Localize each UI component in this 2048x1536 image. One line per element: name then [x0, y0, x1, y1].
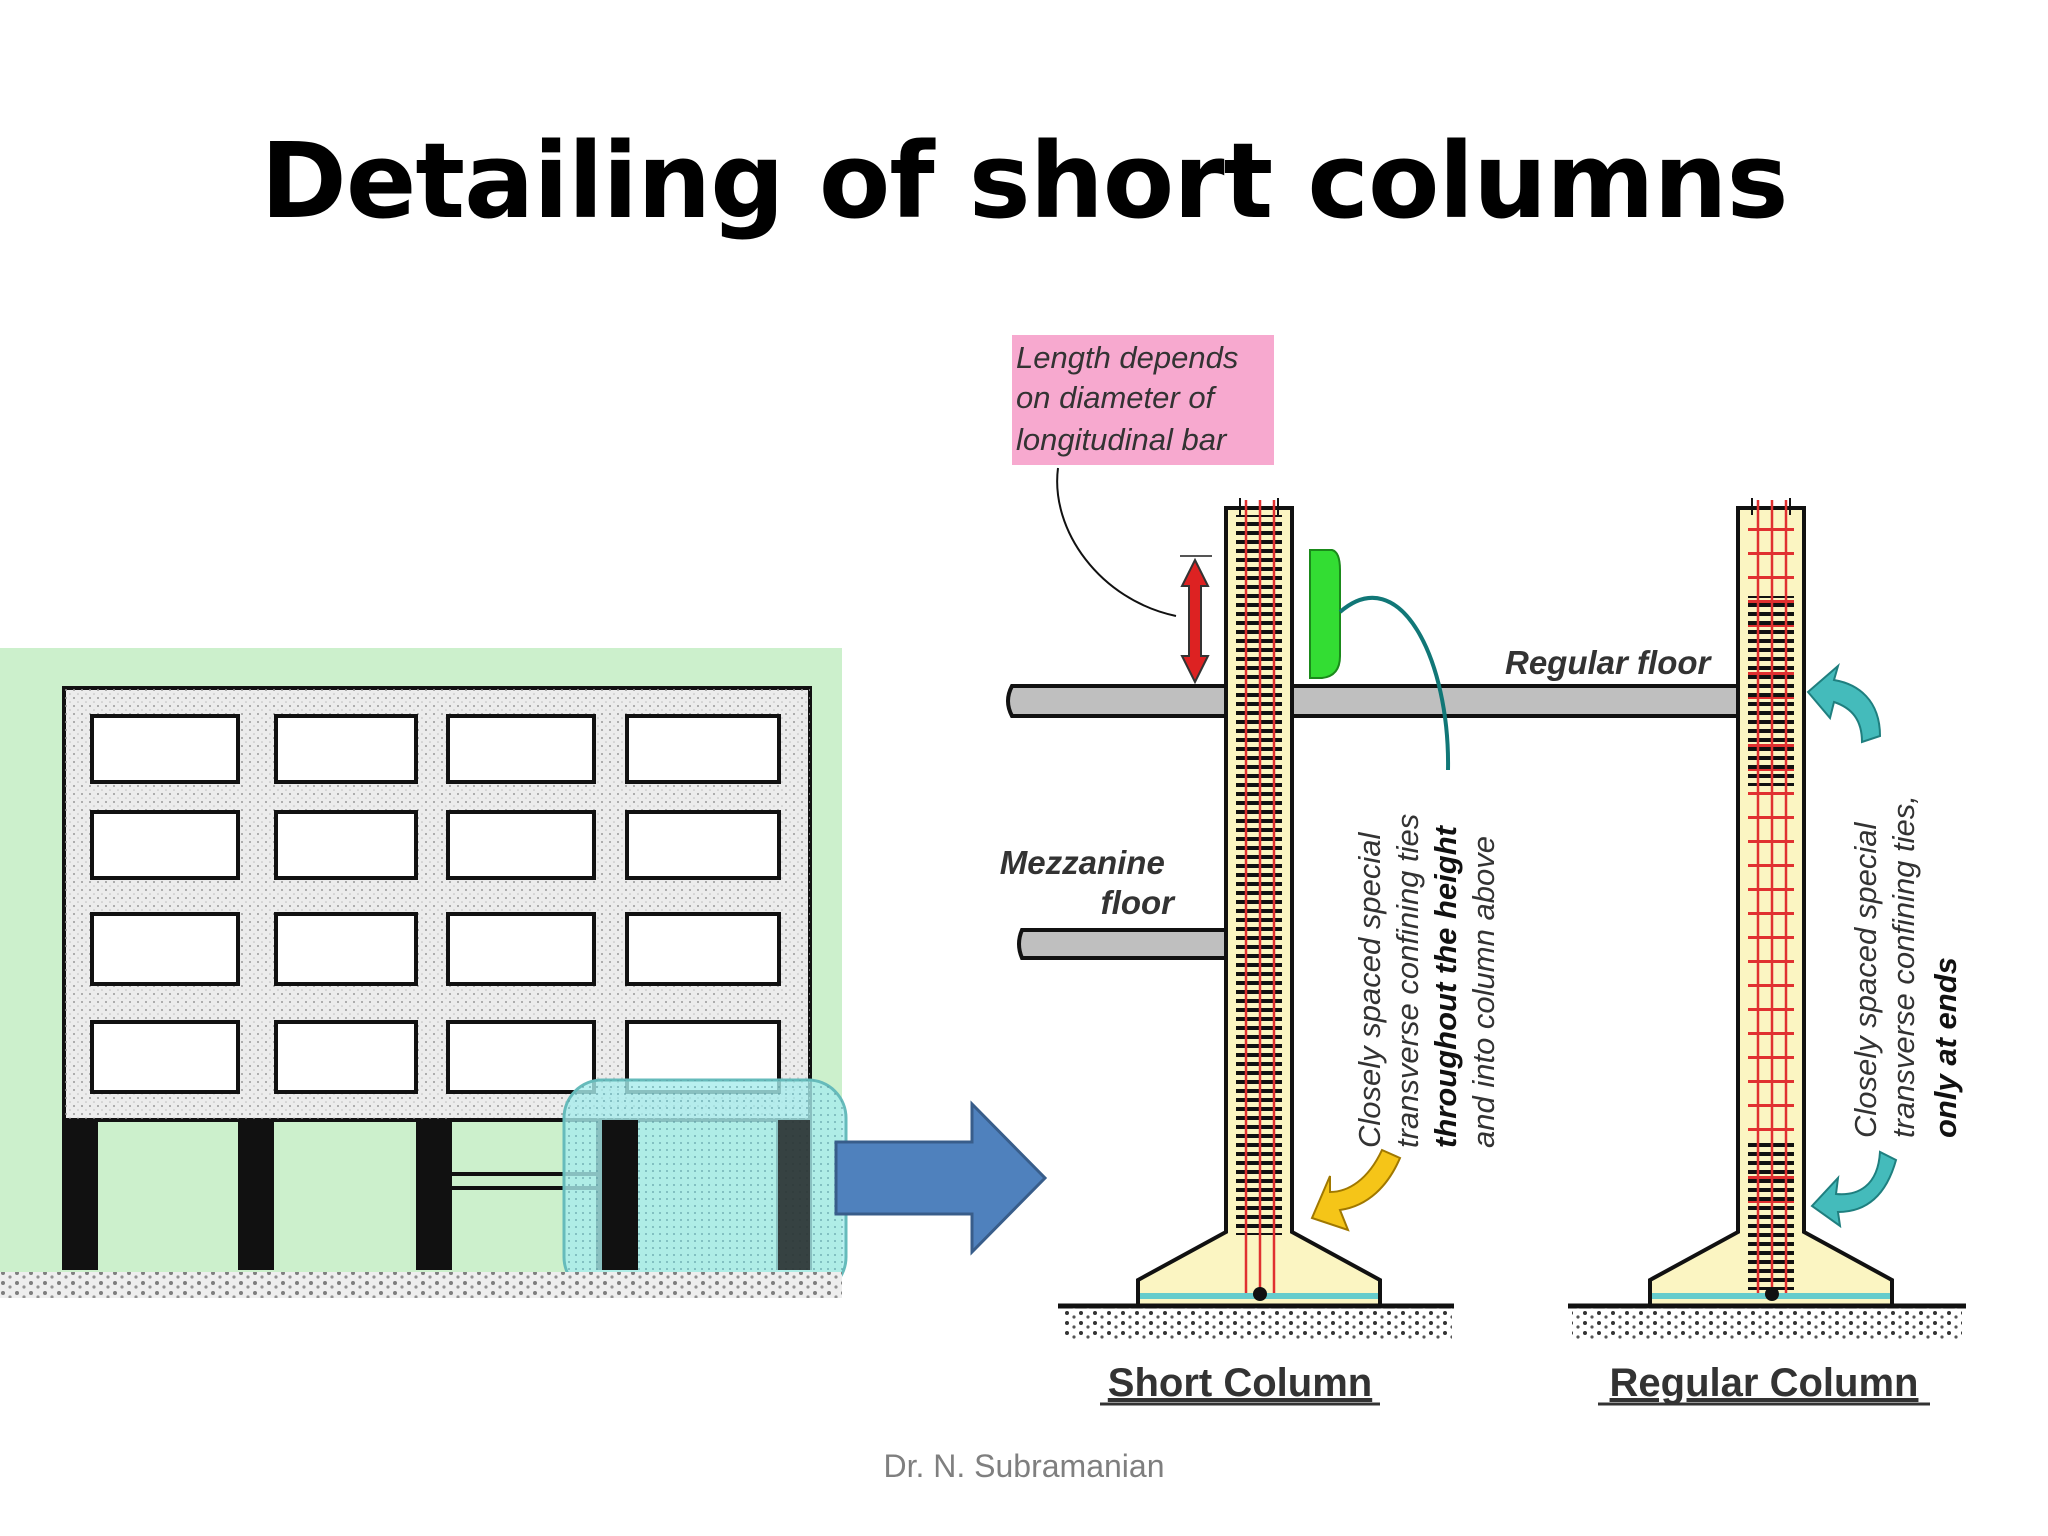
callout-leader — [1056, 467, 1177, 617]
ground-lines — [1058, 1303, 1966, 1340]
short-column-note: Closely spaced special transverse confin… — [1352, 814, 1501, 1148]
svg-text:Closely spaced special: Closely spaced special — [1352, 832, 1387, 1148]
short-column-caption: Short Column — [1108, 1361, 1372, 1405]
svg-text:transverse confining ties: transverse confining ties — [1390, 814, 1425, 1148]
slide-footer: Dr. N. Subramanian — [883, 1448, 1165, 1484]
curved-arrow-regular-bottom-icon — [1810, 1150, 1898, 1229]
regular-column-note: Closely spaced special transverse confin… — [1848, 795, 1963, 1138]
svg-text:throughout the height: throughout the height — [1428, 824, 1463, 1148]
dimension-arrow-icon — [1180, 555, 1212, 685]
regular-floor-slab — [1006, 684, 1746, 718]
svg-text:transverse confining ties,: transverse confining ties, — [1886, 795, 1921, 1138]
short-column — [1136, 498, 1382, 1308]
regular-column — [1648, 498, 1894, 1308]
svg-text:and into column above: and into column above — [1466, 836, 1501, 1148]
callout-text: Length depends on diameter of longitudin… — [1016, 340, 1247, 457]
svg-text:Closely spaced special: Closely spaced special — [1848, 822, 1883, 1138]
bracket-leader — [1338, 596, 1451, 771]
regular-column-caption: Regular Column — [1610, 1361, 1919, 1405]
svg-text:only at ends: only at ends — [1928, 957, 1963, 1138]
callout-box — [1012, 335, 1274, 465]
building-illustration — [0, 648, 848, 1298]
regular-floor-label: Regular floor — [1505, 644, 1713, 681]
right-arrow-icon — [834, 1100, 1048, 1256]
curved-arrow-regular-top-icon — [1806, 663, 1882, 744]
slide-title: Detailing of short columns — [260, 120, 1789, 242]
tie-zone-bracket-icon — [1309, 549, 1341, 679]
curved-arrow-short-icon — [1310, 1148, 1402, 1232]
column-detail-diagram: Length depends on diameter of longitudin… — [1000, 335, 1966, 1406]
windows — [90, 714, 781, 1094]
mezzanine-label: Mezzanine floor — [1000, 844, 1176, 921]
mezzanine-slab — [1017, 928, 1230, 960]
